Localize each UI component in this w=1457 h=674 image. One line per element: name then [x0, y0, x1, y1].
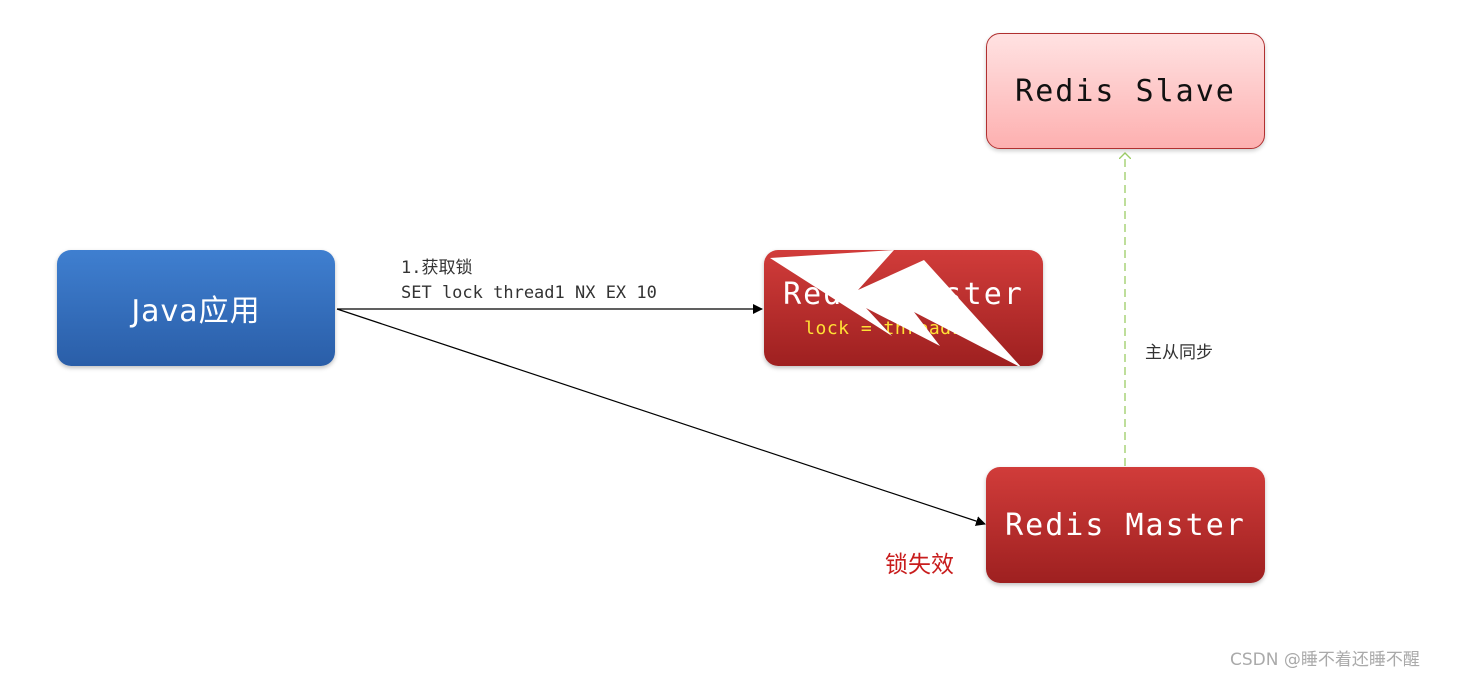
acquire-step-text: 1.获取锁	[401, 258, 473, 278]
lock-invalid-label: 锁失效	[885, 552, 954, 578]
crash-lightning-icon	[770, 250, 1021, 366]
redis-slave-label: Redis Slave	[1015, 73, 1236, 109]
redis-master-old-node: Redis Master lock = thread1	[764, 250, 1043, 366]
redis-master-new-label: Redis Master	[1005, 507, 1246, 543]
java-app-label: Java应用	[131, 294, 261, 329]
redis-master-new-node: Redis Master	[986, 467, 1265, 583]
sync-label: 主从同步	[1145, 343, 1213, 363]
acquire-lock-label: 1.获取锁 SET lock thread1 NX EX 10	[401, 256, 657, 306]
redis-slave-node: Redis Slave	[986, 33, 1265, 149]
watermark: CSDN @睡不着还睡不醒	[1230, 650, 1420, 670]
arrow-java-to-new-master	[336, 308, 986, 526]
java-app-node: Java应用	[57, 250, 335, 366]
acquire-command-text: SET lock thread1 NX EX 10	[401, 283, 657, 303]
